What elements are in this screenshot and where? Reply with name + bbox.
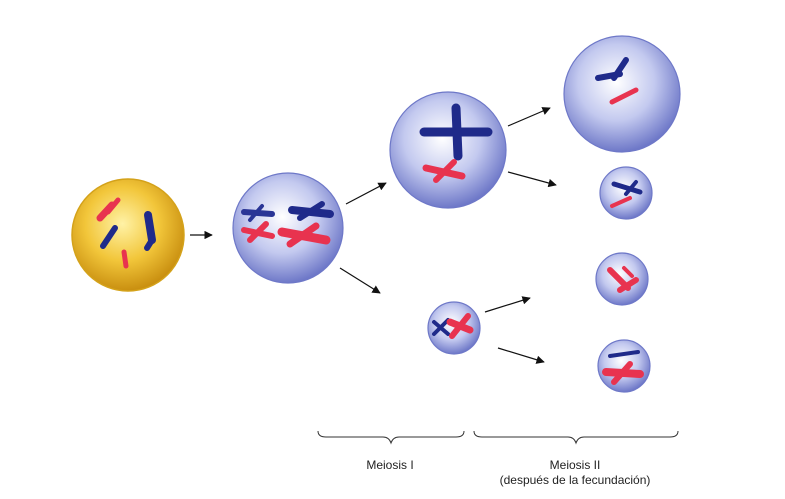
red-chromosome [422, 159, 466, 183]
red-chromosome-pair [241, 221, 331, 248]
blue-chromosome [100, 211, 156, 251]
blue-chromosome-pair [241, 201, 334, 222]
red-chromosome [602, 361, 644, 385]
arrow [484, 296, 531, 313]
red-chromosome [607, 266, 639, 293]
red-chromosome [121, 249, 129, 269]
meiosis-1-label: Meiosis I [366, 458, 414, 472]
arrow [507, 171, 557, 188]
meiosis-2-label: Meiosis II [549, 458, 601, 472]
blue-chromosome [608, 350, 640, 358]
meiosis-1-brace [317, 430, 465, 445]
arrow [339, 267, 381, 294]
polar-body [599, 166, 653, 220]
red-chromosome [609, 87, 639, 105]
arrow [497, 347, 545, 364]
polar-body [427, 301, 481, 355]
red-chromosome [96, 197, 121, 222]
polar-body [595, 252, 649, 306]
arrow [507, 107, 551, 127]
red-chromosome [446, 313, 474, 339]
blue-chromosome [611, 180, 643, 196]
red-chromosome [610, 196, 632, 208]
meiosis-2-sublabel: (después de la fecundación) [499, 473, 651, 487]
primary-cell [232, 172, 344, 284]
blue-chromosome [432, 318, 450, 336]
blue-chromosome [595, 57, 629, 81]
oocyte-cell [71, 178, 185, 292]
meiosis-2-brace [473, 430, 679, 445]
blue-chromosome [419, 103, 493, 161]
ovum-cell [563, 35, 681, 153]
polar-body [597, 339, 651, 393]
secondary-cell [389, 91, 507, 209]
arrow [345, 182, 387, 205]
